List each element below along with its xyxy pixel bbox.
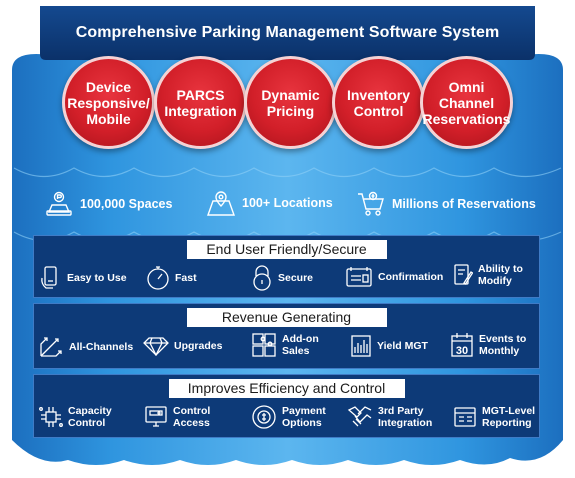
item-label: Capacity Control xyxy=(68,405,112,429)
feature-label: Dynamic Pricing xyxy=(261,86,320,119)
item-all-channels: All-Channels xyxy=(38,335,133,359)
map-pin-icon xyxy=(207,191,235,216)
ticket-icon xyxy=(346,267,372,287)
item-easy-to-use: Easy to Use xyxy=(40,266,127,290)
item-label: Events to Monthly xyxy=(479,333,527,357)
stat-locations: 100+ Locations xyxy=(206,189,333,217)
item-label: 3rd Party Integration xyxy=(378,405,433,429)
stat-label: 100+ Locations xyxy=(242,196,333,210)
section-efficiency: Improves Efficiency and Control xyxy=(33,374,540,438)
report-icon xyxy=(454,407,476,427)
item-third-party: 3rd Party Integration xyxy=(347,404,432,430)
chip-icon xyxy=(39,407,63,427)
stat-reservations: Millions of Reservations xyxy=(356,190,536,218)
item-secure: Secure xyxy=(251,265,313,291)
stopwatch-icon xyxy=(147,266,169,290)
section-title: End User Friendly/Secure xyxy=(186,240,387,259)
item-upgrades: Upgrades xyxy=(143,336,222,356)
padlock-icon xyxy=(253,265,271,291)
item-label: Add-on Sales xyxy=(282,333,319,357)
feature-circle-mobile: Device Responsive/ Mobile xyxy=(62,56,155,149)
item-label: Fast xyxy=(175,272,197,284)
feature-circle-inventory: Inventory Control xyxy=(332,56,425,149)
stat-label: Millions of Reservations xyxy=(392,197,536,211)
item-modify: Ability to Modify xyxy=(453,263,523,287)
item-label: Easy to Use xyxy=(67,272,127,284)
item-label: Confirmation xyxy=(378,271,444,283)
feature-label: Omni Channel Reservations xyxy=(422,78,511,127)
item-payment-options: Payment Options xyxy=(251,404,326,430)
edit-document-icon xyxy=(454,264,473,285)
feature-label: Inventory Control xyxy=(346,86,410,119)
svg-text:30: 30 xyxy=(456,345,468,357)
section-title: Improves Efficiency and Control xyxy=(168,379,405,398)
item-label: Upgrades xyxy=(174,340,223,352)
coin-icon xyxy=(252,405,276,429)
feature-label: PARCS Integration xyxy=(164,86,237,119)
item-capacity-control: Capacity Control xyxy=(39,405,112,429)
stat-label: 100,000 Spaces xyxy=(80,197,173,211)
item-mgt-reporting: MGT-Level Reporting xyxy=(453,405,535,429)
bar-chart-icon xyxy=(351,335,371,357)
section-title: Revenue Generating xyxy=(186,308,387,327)
monitor-icon xyxy=(145,406,167,427)
item-yield-mgt: Yield MGT xyxy=(350,334,428,358)
phone-hand-icon xyxy=(41,266,57,289)
diamond-icon xyxy=(143,337,169,356)
section-user-friendly: End User Friendly/Secure xyxy=(33,235,540,298)
item-add-on-sales: Add-on Sales xyxy=(251,332,319,358)
feature-circle-parcs: PARCS Integration xyxy=(154,56,247,149)
item-label: Ability to Modify xyxy=(478,263,523,287)
feature-label: Device Responsive/ Mobile xyxy=(67,78,150,127)
calendar-icon: 30 xyxy=(451,333,473,357)
feature-circle-omni: Omni Channel Reservations xyxy=(420,56,513,149)
handshake-icon xyxy=(347,406,372,427)
diagram-title: Comprehensive Parking Management Softwar… xyxy=(75,24,500,41)
shopping-cart-icon xyxy=(358,191,384,216)
item-label: All-Channels xyxy=(69,341,134,353)
puzzle-icon xyxy=(252,333,276,357)
stat-spaces: 100,000 Spaces xyxy=(44,191,172,217)
item-events-monthly: 30 Events to Monthly xyxy=(450,332,526,358)
item-label: Control Access xyxy=(173,405,211,429)
item-label: MGT-Level Reporting xyxy=(482,405,536,429)
item-label: Payment Options xyxy=(282,405,326,429)
parking-car-icon xyxy=(46,191,72,216)
channels-arrows-icon xyxy=(40,337,62,357)
item-label: Yield MGT xyxy=(377,340,428,352)
feature-circle-pricing: Dynamic Pricing xyxy=(244,56,337,149)
item-control-access: Control Access xyxy=(144,405,210,429)
item-confirmation: Confirmation xyxy=(345,266,443,288)
item-label: Secure xyxy=(278,272,314,284)
item-fast: Fast xyxy=(146,265,197,291)
